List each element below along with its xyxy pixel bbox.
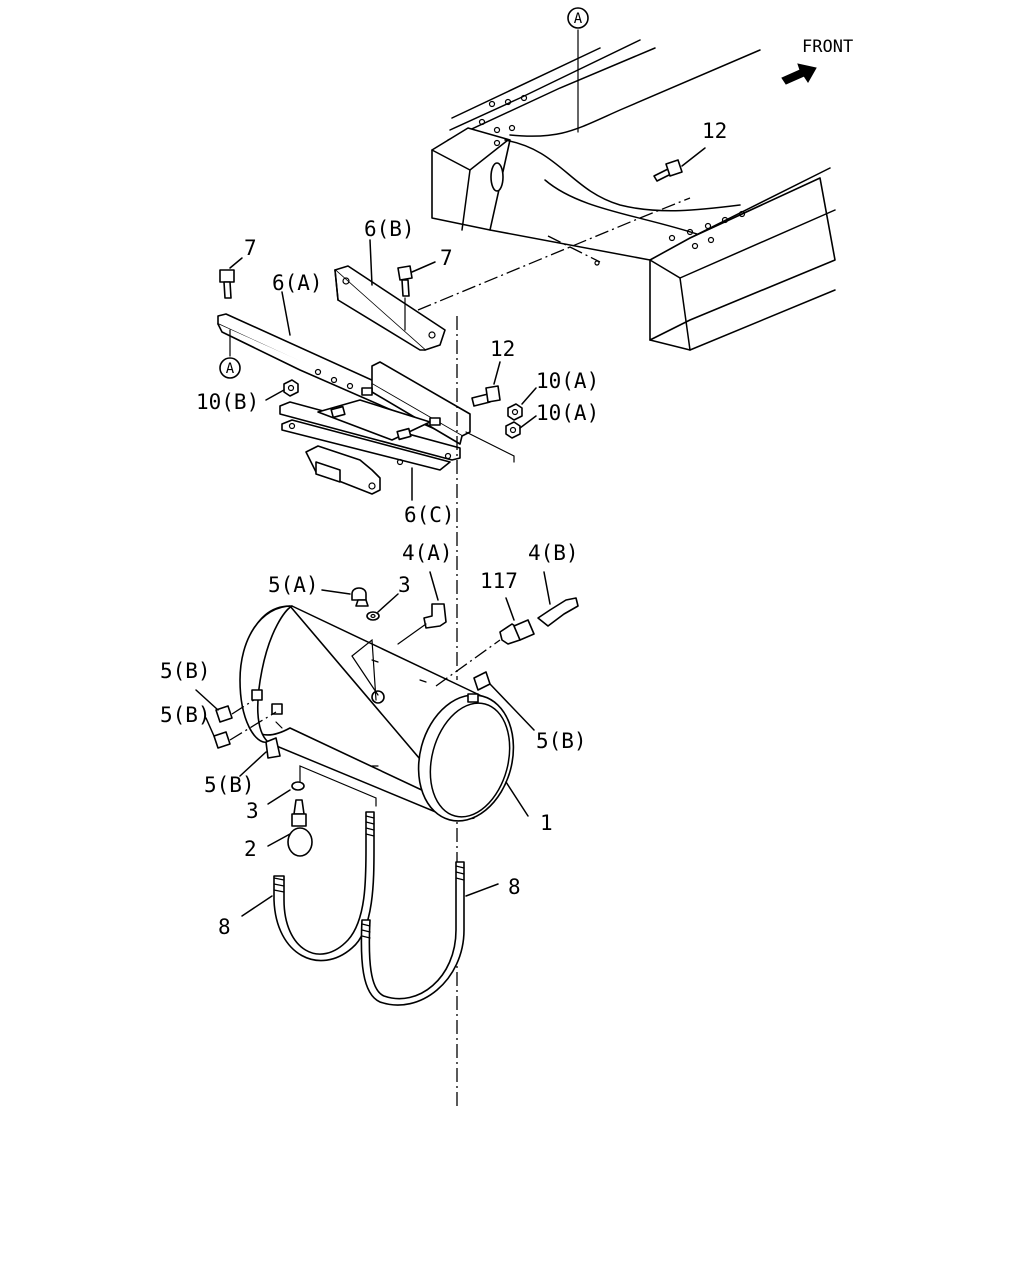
circled-a-icon-left: A (219, 357, 241, 379)
callout-connector: 117 (480, 569, 518, 593)
frame-bolt (653, 147, 706, 182)
front-label: FRONT (802, 37, 853, 57)
nut-10b (265, 379, 299, 401)
elbow-4a (397, 571, 447, 645)
chassis-frame (431, 29, 836, 351)
callout-nut-b: 10(B) (196, 390, 259, 414)
callout-bracket-b: 6(B) (364, 217, 415, 241)
frame-holes-right (668, 210, 746, 250)
connector-117 (499, 597, 535, 645)
nut-10a-2 (505, 415, 537, 439)
callout-plug-b-3: 5(B) (204, 773, 255, 797)
callout-washer-top: 3 (398, 573, 411, 597)
callout-plug-b-2: 5(B) (160, 703, 211, 727)
air-tank (239, 605, 515, 822)
frame-holes-left (478, 94, 528, 147)
callout-elbow-b: 4(B) (528, 541, 579, 565)
callout-bolt-12: 12 (490, 337, 515, 361)
u-bolt-left (241, 811, 375, 962)
callout-bolt-left: 7 (244, 236, 257, 260)
callout-bolt-right: 7 (440, 246, 453, 270)
circled-a-icon: A (567, 7, 589, 29)
callout-bracket-c: 6(C) (404, 503, 455, 527)
callout-nut-a-2: 10(A) (536, 401, 599, 425)
callout-plug-b-right: 5(B) (536, 729, 587, 753)
bolt-7-right (397, 261, 436, 331)
plug-5b-left-3 (239, 737, 281, 777)
callout-frame-bolt: 12 (702, 119, 727, 143)
bolt-12 (471, 361, 501, 407)
washer-bottom (267, 781, 305, 805)
drain-valve (267, 799, 313, 857)
front-indicator: FRONT (781, 37, 853, 85)
plug-5a (321, 587, 369, 607)
callout-bracket-a: 6(A) (272, 271, 323, 295)
callout-nut-a-1: 10(A) (536, 369, 599, 393)
callout-drain-valve: 2 (244, 837, 257, 861)
plug-5b-left-2 (205, 711, 277, 749)
plug-5b-left-1 (195, 689, 255, 723)
bracket-6b (334, 265, 446, 351)
callout-plug-b-1: 5(B) (160, 659, 211, 683)
washer-top (366, 593, 399, 621)
front-arrow-icon (781, 63, 817, 85)
nut-10a-1 (507, 387, 537, 421)
elbow-4b (537, 571, 579, 627)
reference-marker-left: A (226, 361, 235, 377)
bracket-6c (279, 361, 471, 495)
u-bolt-right (360, 861, 499, 1006)
callout-u-bolt-left: 8 (218, 915, 231, 939)
callout-plug-a: 5(A) (268, 573, 319, 597)
callout-washer-bottom: 3 (246, 799, 259, 823)
plug-5b-right (473, 671, 535, 731)
bolt-7-left (219, 257, 243, 299)
callout-elbow-a: 4(A) (402, 541, 453, 565)
callout-tank: 1 (540, 811, 553, 835)
callout-u-bolt-right: 8 (508, 875, 521, 899)
reference-marker-top: A (574, 11, 583, 27)
